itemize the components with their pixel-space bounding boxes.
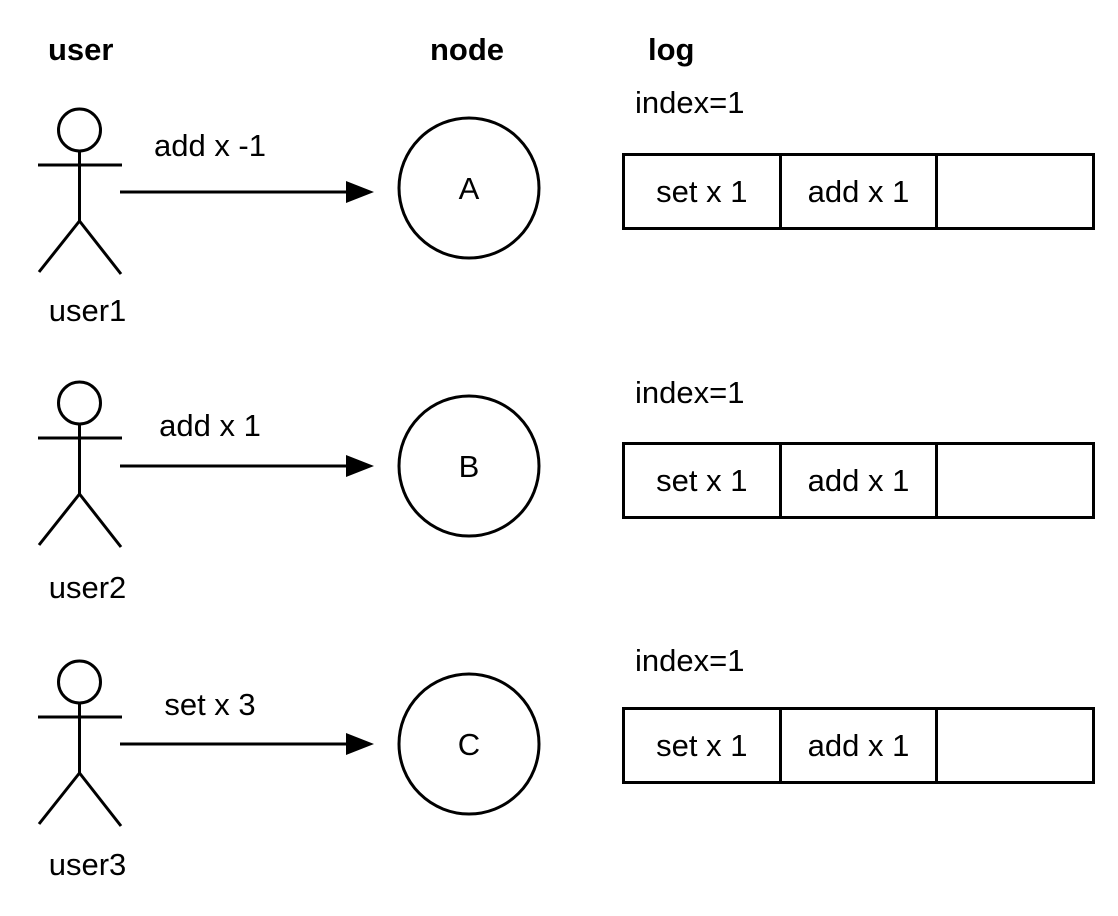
log-cell: add x 1 (782, 710, 939, 781)
node-c-label: C (457, 726, 481, 762)
log-table-2: set x 1 add x 1 (622, 442, 1095, 519)
user1-actor-icon (37, 107, 123, 275)
log-cell-empty (938, 445, 1092, 516)
user3-label: user3 (48, 847, 127, 882)
message-label-3: set x 3 (164, 687, 256, 722)
message-label-1: add x -1 (153, 128, 266, 163)
log-table-3: set x 1 add x 1 (622, 707, 1095, 784)
column-header-log: log (648, 32, 695, 67)
log-cell-empty (938, 156, 1092, 227)
log-cell: set x 1 (625, 156, 782, 227)
log-index-label-3: index=1 (635, 643, 745, 678)
user2-actor-icon (37, 380, 123, 548)
log-cell: add x 1 (782, 445, 939, 516)
node-a-label: A (458, 170, 480, 206)
message-arrow-1 (120, 181, 374, 203)
column-header-node: node (430, 32, 505, 67)
column-header-user: user (48, 32, 114, 67)
user3-actor-icon (37, 659, 123, 827)
message-arrow-2 (120, 455, 374, 477)
user1-label: user1 (48, 293, 127, 328)
node-c-circle (397, 672, 541, 816)
node-b-circle (397, 394, 541, 538)
log-cell: add x 1 (782, 156, 939, 227)
log-cell: set x 1 (625, 445, 782, 516)
message-label-2: add x 1 (159, 408, 261, 443)
log-cell: set x 1 (625, 710, 782, 781)
node-a-circle (397, 116, 541, 260)
user2-label: user2 (48, 570, 127, 605)
node-b-label: B (458, 448, 480, 484)
message-arrow-3 (120, 733, 374, 755)
log-cell-empty (938, 710, 1092, 781)
log-index-label-2: index=1 (635, 375, 745, 410)
log-index-label-1: index=1 (635, 85, 745, 120)
log-table-1: set x 1 add x 1 (622, 153, 1095, 230)
